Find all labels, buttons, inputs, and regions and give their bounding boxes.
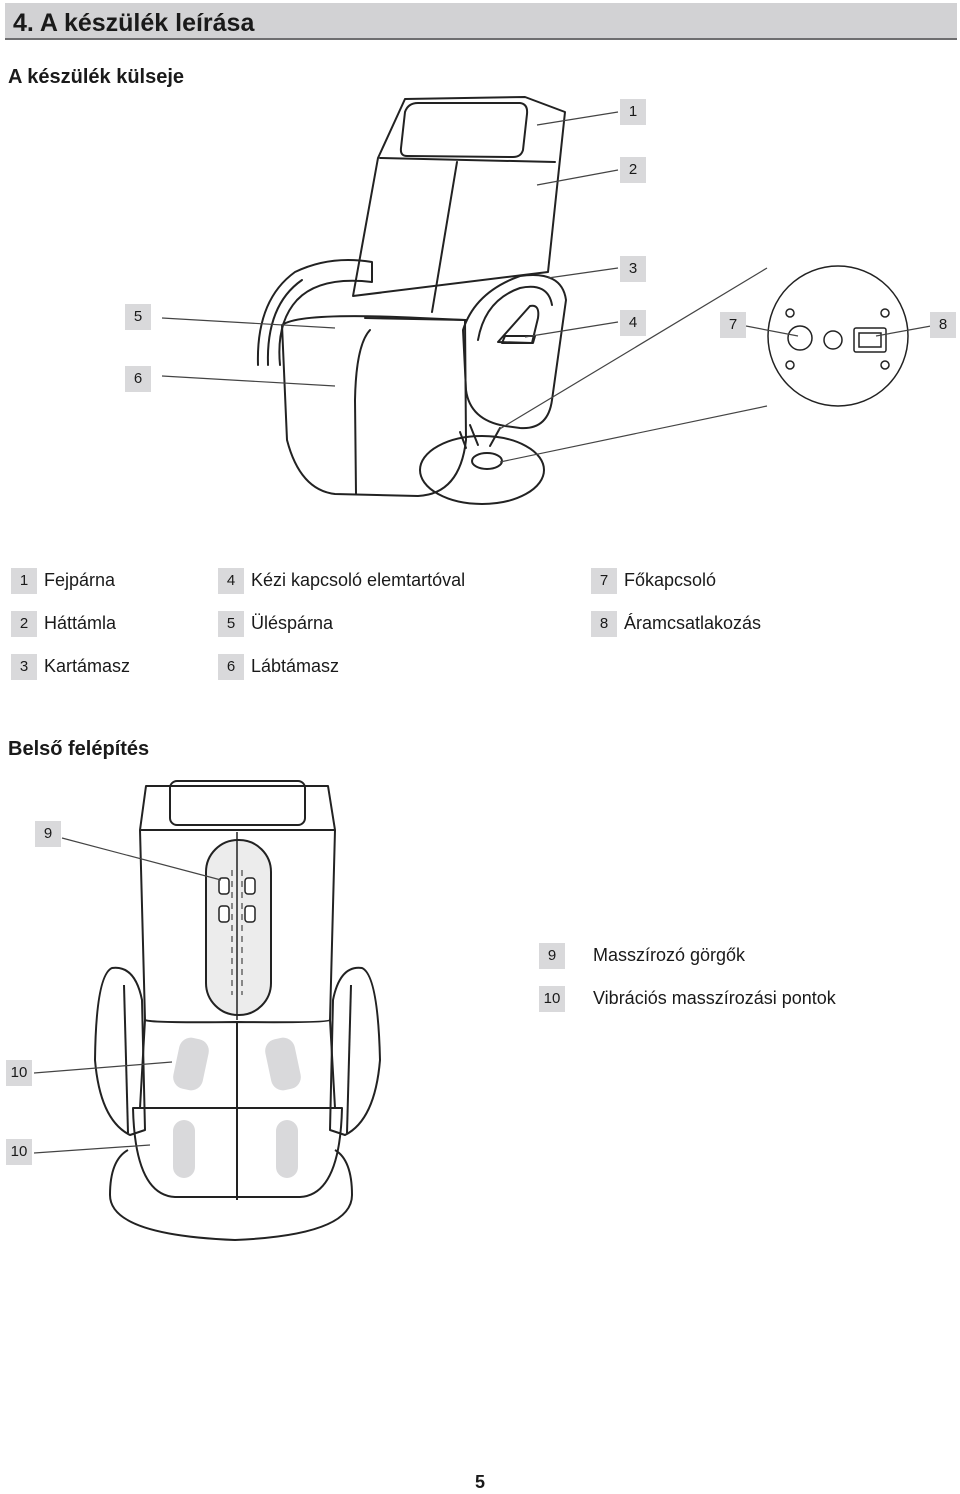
massage-roller-icon <box>244 877 256 895</box>
power-socket-icon <box>853 327 887 353</box>
legend-label: Üléspárna <box>251 613 334 633</box>
massage-roller-icon <box>218 905 230 923</box>
chair-base <box>419 435 545 505</box>
chair-backrest <box>352 96 566 297</box>
left-armrest <box>94 966 146 1136</box>
seat-cushion <box>139 1019 336 1109</box>
legend-label: Vibrációs masszírozási pontok <box>593 988 836 1008</box>
chair-exterior-illustration <box>161 96 932 505</box>
section-header: 4. A készülék leírása <box>5 3 957 40</box>
legend-label: Háttámla <box>44 613 117 633</box>
chair-base <box>109 1149 353 1241</box>
massage-roller-icon <box>218 877 230 895</box>
vibration-point <box>276 1120 298 1178</box>
screw-icon <box>785 308 795 318</box>
leg-rest <box>132 1107 343 1198</box>
right-armrest <box>462 274 567 430</box>
screw-icon <box>880 308 890 318</box>
screw-icon <box>880 360 890 370</box>
hand-control-slot <box>497 304 540 344</box>
main-switch-icon <box>787 325 813 351</box>
left-armrest <box>256 259 373 366</box>
legend-num: 8 <box>591 611 617 637</box>
base-motor <box>471 452 503 470</box>
callout-1: 1 <box>620 99 646 125</box>
vibration-point <box>265 1037 301 1091</box>
legend-label: Lábtámasz <box>251 656 340 676</box>
chair-backrest <box>139 785 336 1021</box>
callout-9: 9 <box>35 821 61 847</box>
exterior-title: A készülék külseje <box>8 66 185 88</box>
section-title: 4. A készülék leírása <box>13 9 255 37</box>
legend-num: 1 <box>11 568 37 594</box>
legend-num: 3 <box>11 654 37 680</box>
legend-num: 5 <box>218 611 244 637</box>
screw-icon <box>785 360 795 370</box>
head-pillow <box>169 780 306 826</box>
callout-7: 7 <box>720 312 746 338</box>
interior-title: Belső felépítés <box>8 738 150 760</box>
legend-label: Fejpárna <box>44 570 116 590</box>
legend-num: 4 <box>218 568 244 594</box>
head-pillow <box>399 102 529 158</box>
callout-8: 8 <box>930 312 956 338</box>
legend-num: 6 <box>218 654 244 680</box>
callout-6: 6 <box>125 366 151 392</box>
legend-num: 7 <box>591 568 617 594</box>
callout-5: 5 <box>125 304 151 330</box>
callout-3: 3 <box>620 256 646 282</box>
vibration-point <box>173 1120 195 1178</box>
rear-panel <box>767 265 909 407</box>
callout-2: 2 <box>620 157 646 183</box>
legend-num: 9 <box>539 943 565 969</box>
roller-track <box>205 839 272 1016</box>
page-number: 5 <box>474 1472 485 1492</box>
legend-label: Főkapcsoló <box>624 570 717 590</box>
callout-10: 10 <box>6 1139 32 1165</box>
legend-label: Kézi kapcsoló elemtartóval <box>251 570 466 590</box>
massage-roller-icon <box>244 905 256 923</box>
callout-4: 4 <box>620 310 646 336</box>
legend-num: 2 <box>11 611 37 637</box>
right-armrest <box>329 966 381 1136</box>
legend-label: Áramcsatlakozás <box>624 613 762 633</box>
legend-label: Masszírozó görgők <box>593 945 746 965</box>
legend-num: 10 <box>539 986 565 1012</box>
legend-label: Kartámasz <box>44 656 131 676</box>
leg-rest <box>281 315 467 497</box>
callout-10: 10 <box>6 1060 32 1086</box>
fuse-icon <box>823 330 843 350</box>
vibration-point <box>173 1037 209 1091</box>
